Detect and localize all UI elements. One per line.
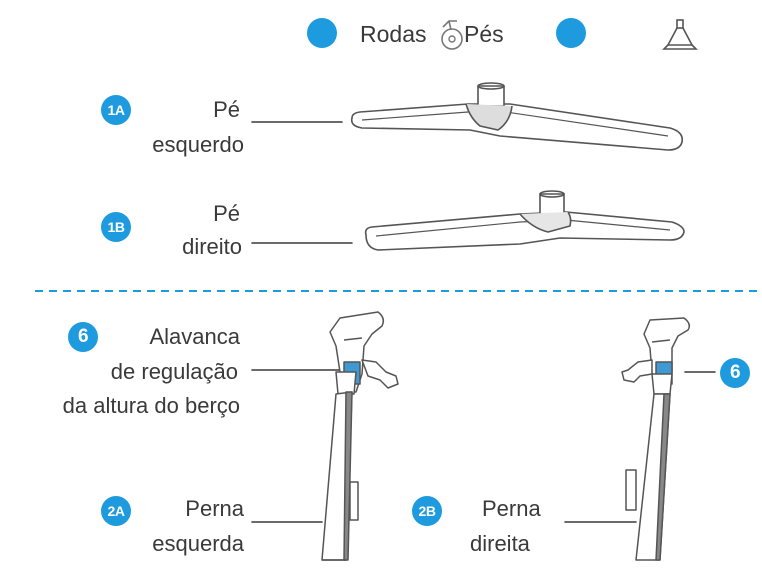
badge-1b: 1B — [101, 212, 131, 242]
foot-left-label-line2: esquerdo — [152, 132, 244, 157]
foot-right-label-line2: direito — [182, 234, 242, 259]
foot-left-label-line1: Pé — [213, 97, 240, 122]
lever-label-line3: da altura do berço — [62, 393, 240, 418]
badge-6-right: 6 — [720, 358, 750, 388]
wheels-label: Rodas — [360, 21, 427, 47]
foot-right-drawing — [364, 190, 685, 251]
feet-dot-icon — [556, 18, 586, 48]
wheel-icon — [437, 17, 465, 53]
foot-connector-icon — [662, 17, 698, 53]
badge-1a: 1A — [101, 95, 131, 125]
leg-left-label-line2: esquerda — [152, 531, 244, 556]
foot-right-label-line1: Pé — [213, 201, 240, 226]
badge-2a: 2A — [101, 496, 131, 526]
lever-label-line2: de regulação — [110, 359, 238, 384]
leg-right-label-line1: Perna — [482, 496, 541, 521]
lever-label-line1: Alavanca — [149, 324, 240, 349]
badge-2b: 2B — [412, 496, 442, 526]
foot-left-drawing — [350, 82, 684, 151]
leg-left-drawing — [321, 311, 399, 561]
wheels-dot-icon — [307, 18, 337, 48]
leg-left-label-line1: Perna — [185, 496, 244, 521]
leg-right-label-line2: direita — [470, 531, 530, 556]
feet-label: Pés — [464, 21, 504, 47]
leg-right-drawing — [621, 317, 691, 561]
badge-6-left: 6 — [68, 322, 98, 352]
